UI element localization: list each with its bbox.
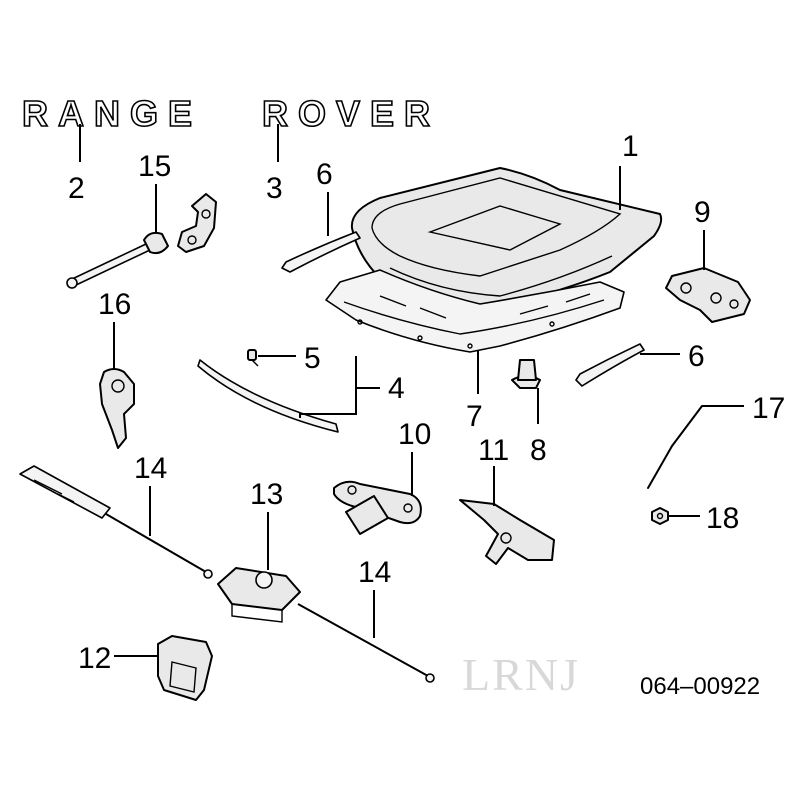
lock-housing <box>217 567 301 623</box>
reference-code: 064–00922 <box>640 673 760 700</box>
emblem-range-text: RANGE <box>22 93 202 134</box>
nut <box>651 507 669 525</box>
screw <box>247 349 259 367</box>
watermark: LRNJ <box>462 649 580 700</box>
safety-catch <box>459 499 555 565</box>
callout-2: 2 <box>68 172 85 205</box>
callout-11: 11 <box>478 434 509 467</box>
bonnet-inner-frame <box>325 269 625 353</box>
callout-9: 9 <box>694 196 711 229</box>
stop-buffer <box>511 359 541 389</box>
callout-6a: 6 <box>316 158 333 191</box>
emblem-rover-text: ROVER <box>262 93 440 134</box>
callout-6b: 6 <box>688 340 705 373</box>
callout-1: 1 <box>622 130 639 163</box>
callout-18: 18 <box>706 502 739 535</box>
callout-12: 12 <box>78 642 111 675</box>
callout-14b: 14 <box>358 556 391 589</box>
callout-5: 5 <box>304 342 321 375</box>
seal-strip-right <box>575 343 645 387</box>
leader-5-4 <box>258 355 357 418</box>
callout-10: 10 <box>398 418 431 451</box>
release-bracket <box>177 193 217 253</box>
release-handle <box>66 231 169 289</box>
callout-17: 17 <box>752 392 785 425</box>
callout-15: 15 <box>138 150 171 183</box>
release-cable-upper <box>19 465 213 579</box>
callout-4: 4 <box>388 372 405 405</box>
seal-strip-left <box>281 231 361 273</box>
callout-14a: 14 <box>134 452 167 485</box>
callout-16: 16 <box>98 288 131 321</box>
gas-strut <box>647 405 703 489</box>
bonnet-hinge <box>665 267 751 323</box>
callout-3: 3 <box>266 172 283 205</box>
cover-plate <box>157 635 213 701</box>
latch-lever <box>99 368 135 449</box>
callout-13: 13 <box>250 478 283 511</box>
latch-lever-pivot <box>111 379 125 393</box>
bonnet-catch <box>333 480 422 535</box>
callout-8: 8 <box>530 434 547 467</box>
release-cable-lower <box>297 603 435 683</box>
callout-7: 7 <box>466 400 483 433</box>
